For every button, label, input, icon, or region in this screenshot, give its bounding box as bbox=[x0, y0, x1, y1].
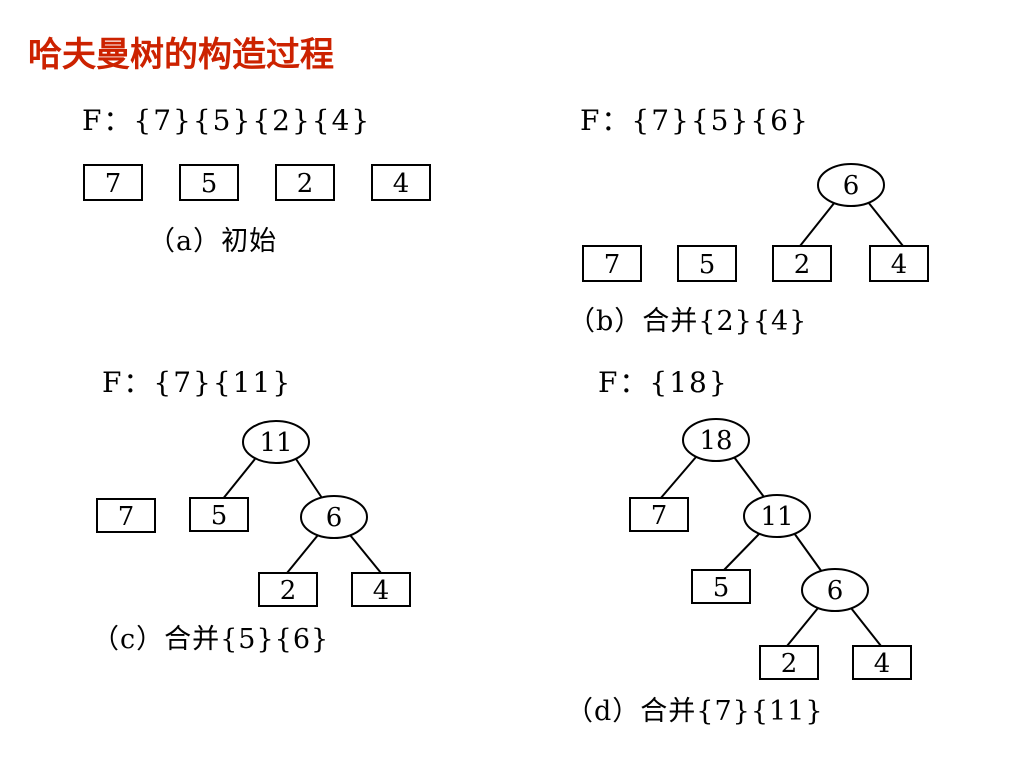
panel-d-caption: （d）合并{7}{11} bbox=[566, 696, 824, 727]
panel-a-forest: F：{7}{5}{2}{4} bbox=[82, 104, 371, 137]
panel-a-leaf-2: 2 bbox=[275, 164, 335, 201]
panel-b-node-6: 6 bbox=[817, 163, 885, 207]
panel-b-caption: （b）合并{2}{4} bbox=[568, 306, 807, 337]
edge bbox=[349, 534, 382, 574]
panel-b-leaf-2: 2 bbox=[772, 245, 832, 282]
leaf-box bbox=[83, 164, 143, 201]
node-ellipse bbox=[817, 163, 885, 207]
panel-d-node-6: 6 bbox=[801, 568, 869, 612]
panel-b: F：{7}{5}{6} 6 7 5 2 4 （b）合并{2}{4} bbox=[568, 104, 929, 337]
leaf-box bbox=[691, 569, 751, 604]
panel-b-leaf-5: 5 bbox=[677, 245, 737, 282]
panel-d-forest: F：{18} bbox=[598, 366, 729, 399]
leaf-value: 5 bbox=[699, 250, 716, 280]
node-value: 6 bbox=[843, 171, 860, 201]
leaf-box bbox=[351, 572, 411, 607]
panel-d-leaf-7: 7 bbox=[629, 497, 689, 532]
panel-a-leaf-4: 4 bbox=[371, 164, 431, 201]
panel-a-caption: （a）初始 bbox=[148, 226, 277, 257]
leaf-box bbox=[96, 498, 156, 533]
leaf-value: 7 bbox=[105, 169, 122, 199]
node-value: 11 bbox=[760, 502, 793, 532]
panel-b-forest: F：{7}{5}{6} bbox=[580, 104, 810, 137]
edge bbox=[850, 607, 882, 647]
node-ellipse bbox=[743, 494, 811, 538]
node-value: 18 bbox=[699, 426, 732, 456]
panel-c-leaf-5: 5 bbox=[189, 497, 249, 532]
leaf-box bbox=[772, 245, 832, 282]
leaf-box bbox=[258, 572, 318, 607]
leaf-box bbox=[869, 245, 929, 282]
leaf-box bbox=[852, 645, 912, 680]
panel-c-node-6: 6 bbox=[300, 495, 368, 539]
leaf-box bbox=[189, 497, 249, 532]
leaf-value: 2 bbox=[297, 169, 314, 199]
leaf-box bbox=[629, 497, 689, 532]
panel-b-leaf-4: 4 bbox=[869, 245, 929, 282]
panel-c-leaf-2: 2 bbox=[258, 572, 318, 607]
edge bbox=[867, 201, 904, 247]
panel-d: F：{18} 18 11 6 7 5 2 bbox=[566, 366, 912, 727]
edge bbox=[286, 534, 319, 574]
panel-d-node-11: 11 bbox=[743, 494, 811, 538]
leaf-box bbox=[759, 645, 819, 680]
panel-c-forest: F：{7}{11} bbox=[102, 366, 292, 399]
panel-d-leaf-5: 5 bbox=[691, 569, 751, 604]
panel-d-leaf-2: 2 bbox=[759, 645, 819, 680]
leaf-value: 4 bbox=[393, 169, 410, 199]
edge bbox=[295, 458, 323, 499]
panel-c-leaf-7: 7 bbox=[96, 498, 156, 533]
node-ellipse bbox=[682, 418, 750, 462]
leaf-value: 4 bbox=[373, 576, 390, 606]
node-value: 11 bbox=[259, 428, 292, 458]
leaf-value: 4 bbox=[891, 250, 908, 280]
leaf-value: 5 bbox=[201, 169, 218, 199]
node-ellipse bbox=[801, 568, 869, 612]
node-ellipse bbox=[300, 495, 368, 539]
node-value: 6 bbox=[326, 503, 343, 533]
leaf-value: 2 bbox=[280, 576, 297, 606]
edge bbox=[723, 532, 761, 571]
leaf-value: 2 bbox=[781, 649, 798, 679]
panel-d-node-18: 18 bbox=[682, 418, 750, 462]
edge bbox=[793, 532, 823, 573]
leaf-box bbox=[582, 245, 642, 282]
node-value: 6 bbox=[827, 576, 844, 606]
panel-a: F：{7}{5}{2}{4} 7 5 2 4 （a）初始 bbox=[82, 104, 431, 257]
panel-c-node-11: 11 bbox=[242, 420, 310, 464]
panel-b-leaf-7: 7 bbox=[582, 245, 642, 282]
panel-d-leaf-4: 4 bbox=[852, 645, 912, 680]
panel-a-leaf-5: 5 bbox=[179, 164, 239, 201]
leaf-value: 4 bbox=[874, 649, 891, 679]
edge bbox=[659, 456, 697, 500]
slide-title: 哈夫曼树的构造过程 bbox=[28, 35, 334, 75]
leaf-value: 2 bbox=[794, 250, 811, 280]
edge bbox=[221, 458, 256, 501]
leaf-box bbox=[371, 164, 431, 201]
panel-c-caption: （c）合并{5}{6} bbox=[92, 624, 329, 655]
edge bbox=[733, 456, 765, 498]
leaf-value: 7 bbox=[604, 250, 621, 280]
leaf-value: 7 bbox=[118, 502, 135, 532]
leaf-value: 5 bbox=[211, 501, 228, 531]
node-ellipse bbox=[242, 420, 310, 464]
leaf-value: 7 bbox=[651, 501, 668, 531]
edge bbox=[799, 201, 836, 247]
panel-c: F：{7}{11} 11 6 7 5 2 4 （c）合并{5}{6} bbox=[92, 366, 411, 655]
panel-c-leaf-4: 4 bbox=[351, 572, 411, 607]
leaf-value: 5 bbox=[713, 573, 730, 603]
leaf-box bbox=[275, 164, 335, 201]
panel-a-leaf-7: 7 bbox=[83, 164, 143, 201]
edge bbox=[786, 607, 819, 647]
leaf-box bbox=[677, 245, 737, 282]
leaf-box bbox=[179, 164, 239, 201]
